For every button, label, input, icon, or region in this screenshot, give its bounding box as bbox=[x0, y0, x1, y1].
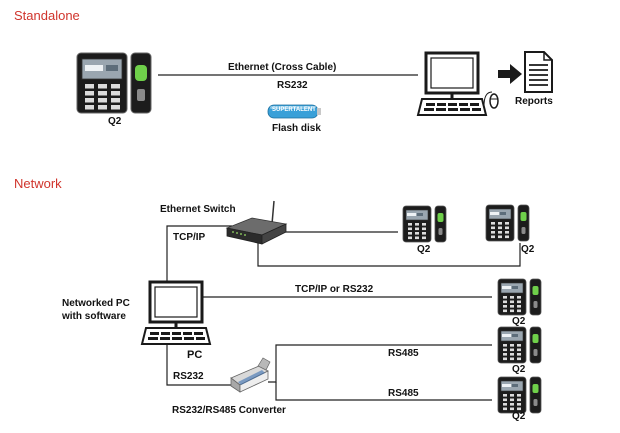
pc-label: PC bbox=[187, 349, 203, 361]
network-device-label-1: Q2 bbox=[417, 244, 431, 255]
standalone-device-label: Q2 bbox=[108, 116, 122, 127]
network-pc-monitor-icon bbox=[140, 280, 212, 346]
network-connection-lines bbox=[166, 225, 521, 401]
flash-disk-brand: SUPERTALENT bbox=[272, 107, 316, 113]
section-title-standalone: Standalone bbox=[14, 8, 80, 23]
reports-label: Reports bbox=[515, 96, 553, 107]
network-q2-device-icon-4 bbox=[497, 326, 542, 364]
tcpip-label: TCP/IP bbox=[173, 232, 206, 243]
network-q2-device-icon-2 bbox=[485, 204, 530, 242]
converter-label: RS232/RS485 Converter bbox=[172, 405, 286, 416]
network-device-label-2: Q2 bbox=[521, 244, 535, 255]
mouse-icon bbox=[483, 91, 499, 109]
flash-disk-icon bbox=[267, 104, 321, 119]
section-title-network: Network bbox=[14, 176, 62, 191]
ethernet-cross-cable-label: Ethernet (Cross Cable) bbox=[228, 62, 337, 73]
converter-icon bbox=[230, 357, 271, 393]
reports-document-icon bbox=[524, 51, 553, 93]
network-q2-device-icon-5 bbox=[497, 376, 542, 414]
rs485-label-upper: RS485 bbox=[388, 348, 419, 359]
standalone-pc-monitor-icon bbox=[416, 51, 488, 117]
network-device-label-4: Q2 bbox=[512, 364, 526, 375]
network-device-label-5: Q2 bbox=[512, 411, 526, 422]
ethernet-switch-label: Ethernet Switch bbox=[160, 204, 236, 215]
arrow-right-icon bbox=[498, 64, 522, 84]
standalone-q2-device-icon bbox=[76, 52, 152, 114]
network-switch-icon bbox=[225, 200, 288, 245]
network-q2-device-icon-3 bbox=[497, 278, 542, 316]
rs485-label-lower: RS485 bbox=[388, 388, 419, 399]
flash-disk-label: Flash disk bbox=[272, 123, 321, 134]
network-device-label-3: Q2 bbox=[512, 316, 526, 327]
tcpip-or-rs232-label: TCP/IP or RS232 bbox=[295, 284, 374, 295]
rs232-label: RS232 bbox=[277, 80, 308, 91]
network-q2-device-icon-1 bbox=[402, 205, 447, 243]
rs232-converter-link-label: RS232 bbox=[173, 371, 204, 382]
networked-pc-description: Networked PC with software bbox=[62, 298, 130, 322]
